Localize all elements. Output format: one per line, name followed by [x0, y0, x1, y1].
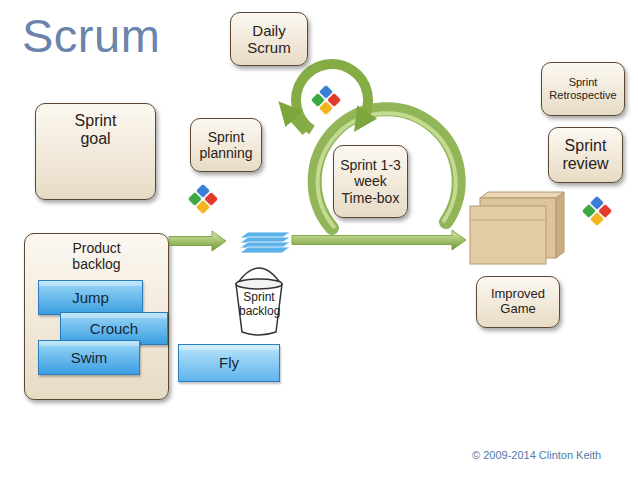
daily-loop-head — [288, 112, 306, 132]
product-increment: Improved Game — [466, 190, 566, 330]
node-label: Sprint goal — [65, 112, 127, 149]
process-box: Daily Scrum — [230, 12, 308, 66]
diagram-title: Scrum — [22, 8, 160, 63]
sprint-loop-highlight — [318, 113, 456, 228]
backlog-item: Fly — [178, 344, 280, 382]
node-label: Fly — [219, 354, 239, 371]
puzzle-icon — [581, 195, 612, 226]
backlog-item: Jump — [38, 280, 143, 315]
node-label: Crouch — [90, 320, 138, 337]
node-label: Jump — [72, 289, 109, 306]
backlog-item: Swim — [38, 340, 140, 375]
node-label: Sprint review — [554, 137, 617, 174]
node-label: Sprint backlog — [239, 290, 279, 319]
daily-loop — [296, 64, 368, 130]
box-top — [480, 192, 564, 198]
bucket-body — [236, 284, 282, 335]
node-label: Sprint 1-3 week Time-box — [339, 157, 402, 205]
node-label: Improved Game — [476, 276, 560, 328]
node-label: Sprint planning — [196, 129, 256, 161]
box-front — [470, 206, 546, 264]
process-box: Sprint review — [548, 127, 623, 183]
process-box: Sprint planning — [190, 118, 262, 172]
sprint-backlog-bucket: Sprint backlog — [226, 226, 292, 338]
bucket-drawing — [226, 226, 292, 338]
process-box: Sprint goal — [35, 103, 156, 200]
bucket-rim — [236, 279, 282, 289]
puzzle-icon — [310, 84, 341, 115]
copyright-note: © 2009-2014 Clinton Keith — [472, 449, 601, 461]
box-side — [556, 192, 564, 258]
puzzle-icon — [187, 183, 218, 214]
box-seam — [470, 220, 546, 221]
sprint-loop — [315, 109, 459, 228]
process-box: Sprint 1-3 week Time-box — [333, 145, 408, 218]
node-label: Sprint Retrospective — [547, 76, 619, 101]
process-box: Sprint Retrospective — [541, 62, 625, 116]
backlog-sheet — [240, 247, 290, 253]
flow-arrow — [292, 230, 466, 250]
node-label: Product backlog — [55, 240, 139, 272]
flow-arrow — [169, 231, 226, 251]
node-label: Swim — [71, 349, 108, 366]
node-label: Daily Scrum — [236, 22, 302, 57]
process-box: Product backlogJumpCrouchSwim — [24, 233, 169, 400]
cardboard-boxes — [466, 190, 566, 270]
